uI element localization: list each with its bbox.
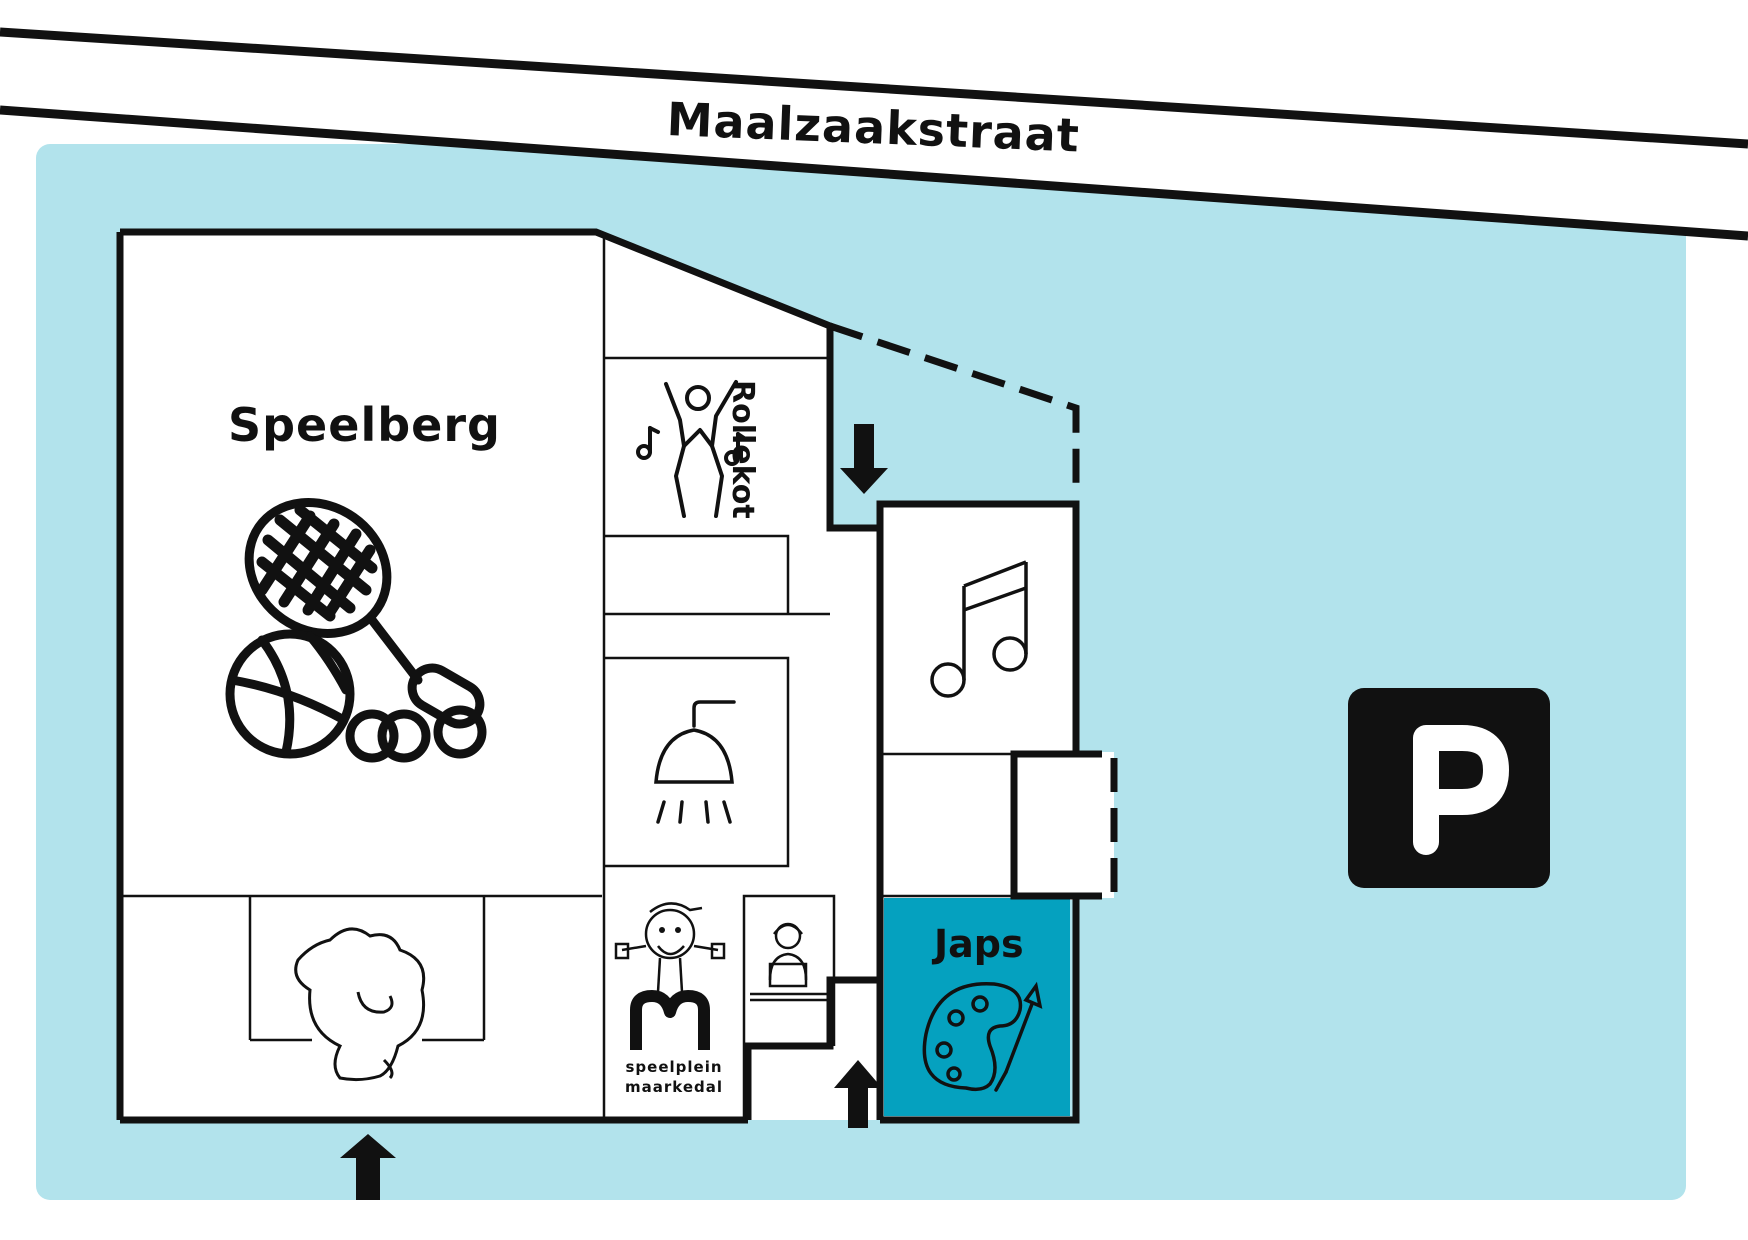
dancing-person-icon [636, 380, 746, 518]
arrow-up-icon [340, 1134, 396, 1200]
building [120, 232, 1114, 1120]
room-label-japs: Japs [934, 922, 1024, 966]
paint-palette-icon [922, 981, 1043, 1092]
street-edge-bottom [0, 105, 1748, 241]
speelplein-logo-line1: speelplein [625, 1058, 723, 1076]
music-note-icon [930, 560, 1028, 698]
street-edge-top [0, 27, 1748, 149]
chicken-icon [294, 927, 426, 1082]
street [0, 28, 1748, 238]
dashed-extension [828, 322, 1118, 900]
speelplein-logo-line2: maarkedal [624, 1078, 724, 1096]
shower-icon [654, 700, 736, 824]
parking-sign-icon [1348, 688, 1550, 888]
room-label-speelberg: Speelberg [228, 398, 501, 452]
speelplein-maarkedal-logo [614, 902, 726, 1050]
arrow-up-icon [834, 1060, 882, 1128]
arrow-down-icon [840, 424, 888, 494]
interior-walls [122, 234, 1012, 1120]
person-at-laptop-icon [750, 922, 828, 1002]
sports-equipment-icon [225, 498, 487, 763]
room-label-rollekot: Rollekot [725, 380, 760, 519]
